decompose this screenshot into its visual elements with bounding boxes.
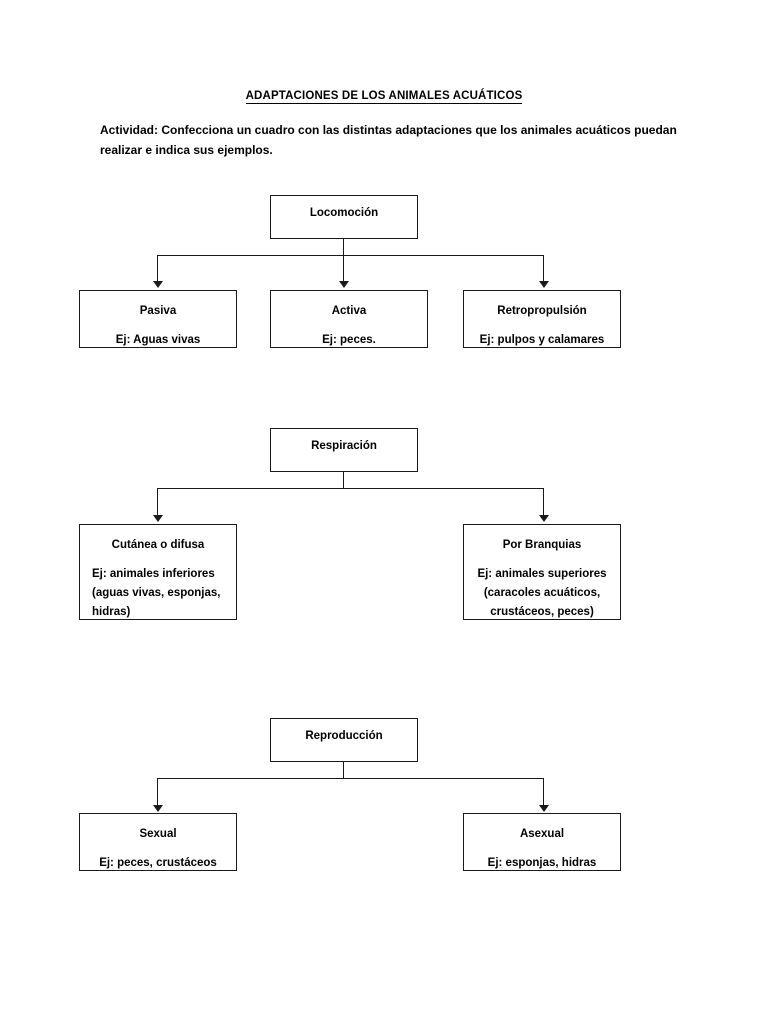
diagram-1-root-stem <box>343 239 345 256</box>
diagram-3-arrow-2-icon <box>539 805 549 812</box>
diagram-3-root-label: Reproducción <box>305 730 383 742</box>
diagram-1-arrow-2-icon <box>339 281 349 288</box>
diagram-2-child-2: Por Branquias Ej: animales superiores (c… <box>463 524 621 620</box>
diagram-3-root-node: Reproducción <box>270 718 418 762</box>
diagram-1-child-1-head: Pasiva <box>139 305 177 317</box>
diagram-1-child-3-body: Ej: pulpos y calamares <box>479 334 605 346</box>
diagram-2-bus <box>157 488 544 490</box>
diagram-2-arrow-1-icon <box>153 515 163 522</box>
diagram-3-arrow-1-icon <box>153 805 163 812</box>
diagram-3-child-2-body: Ej: esponjas, hidras <box>487 857 597 869</box>
diagram-1-child-3-head: Retropropulsión <box>497 305 587 317</box>
diagram-3-branch-2 <box>543 778 545 805</box>
diagram-1-child-1-body: Ej: Aguas vivas <box>115 334 201 346</box>
diagram-3-root-stem <box>343 762 345 779</box>
diagram-1-branch-2 <box>343 255 345 281</box>
diagram-1-child-2-body: Ej: peces. <box>322 334 376 346</box>
activity-instructions: Actividad: Confecciona un cuadro con las… <box>100 123 677 157</box>
diagram-1-arrow-3-icon <box>539 281 549 288</box>
diagram-3-branch-1 <box>157 778 159 805</box>
diagram-2-child-1-body: Ej: animales inferiores (aguas vivas, es… <box>92 568 221 618</box>
page-title-text: ADAPTACIONES DE LOS ANIMALES ACUÁTICOS <box>245 90 523 104</box>
diagram-2-root-label: Respiración <box>311 440 377 452</box>
diagram-3-child-1-body: Ej: peces, crustáceos <box>99 857 217 869</box>
page-title: ADAPTACIONES DE LOS ANIMALES ACUÁTICOS <box>0 90 768 104</box>
diagram-3-bus <box>157 778 544 780</box>
diagram-2-child-1: Cutánea o difusa Ej: animales inferiores… <box>79 524 237 620</box>
diagram-1-root-node: Locomoción <box>270 195 418 239</box>
diagram-3-child-2: Asexual Ej: esponjas, hidras <box>463 813 621 871</box>
diagram-1-child-1: Pasiva Ej: Aguas vivas <box>79 290 237 348</box>
diagram-1-child-3: Retropropulsión Ej: pulpos y calamares <box>463 290 621 348</box>
diagram-1-child-2: Activa Ej: peces. <box>270 290 428 348</box>
diagram-2-root-stem <box>343 472 345 489</box>
diagram-1-child-2-head: Activa <box>331 305 367 317</box>
diagram-2-branch-1 <box>157 488 159 515</box>
diagram-1-bus <box>157 255 544 257</box>
diagram-1-branch-3 <box>543 255 545 281</box>
diagram-2-arrow-2-icon <box>539 515 549 522</box>
diagram-1-root-label: Locomoción <box>309 207 379 219</box>
diagram-2-child-2-body: Ej: animales superiores (caracoles acuát… <box>477 568 607 618</box>
diagram-3-child-1: Sexual Ej: peces, crustáceos <box>79 813 237 871</box>
diagram-2-root-node: Respiración <box>270 428 418 472</box>
diagram-3-child-2-head: Asexual <box>519 828 565 840</box>
diagram-2-branch-2 <box>543 488 545 515</box>
diagram-1-arrow-1-icon <box>153 281 163 288</box>
diagram-2-child-2-head: Por Branquias <box>502 539 582 551</box>
diagram-2-child-1-head: Cutánea o difusa <box>111 539 205 551</box>
diagram-3-child-1-head: Sexual <box>139 828 177 840</box>
diagram-1-branch-1 <box>157 255 159 281</box>
